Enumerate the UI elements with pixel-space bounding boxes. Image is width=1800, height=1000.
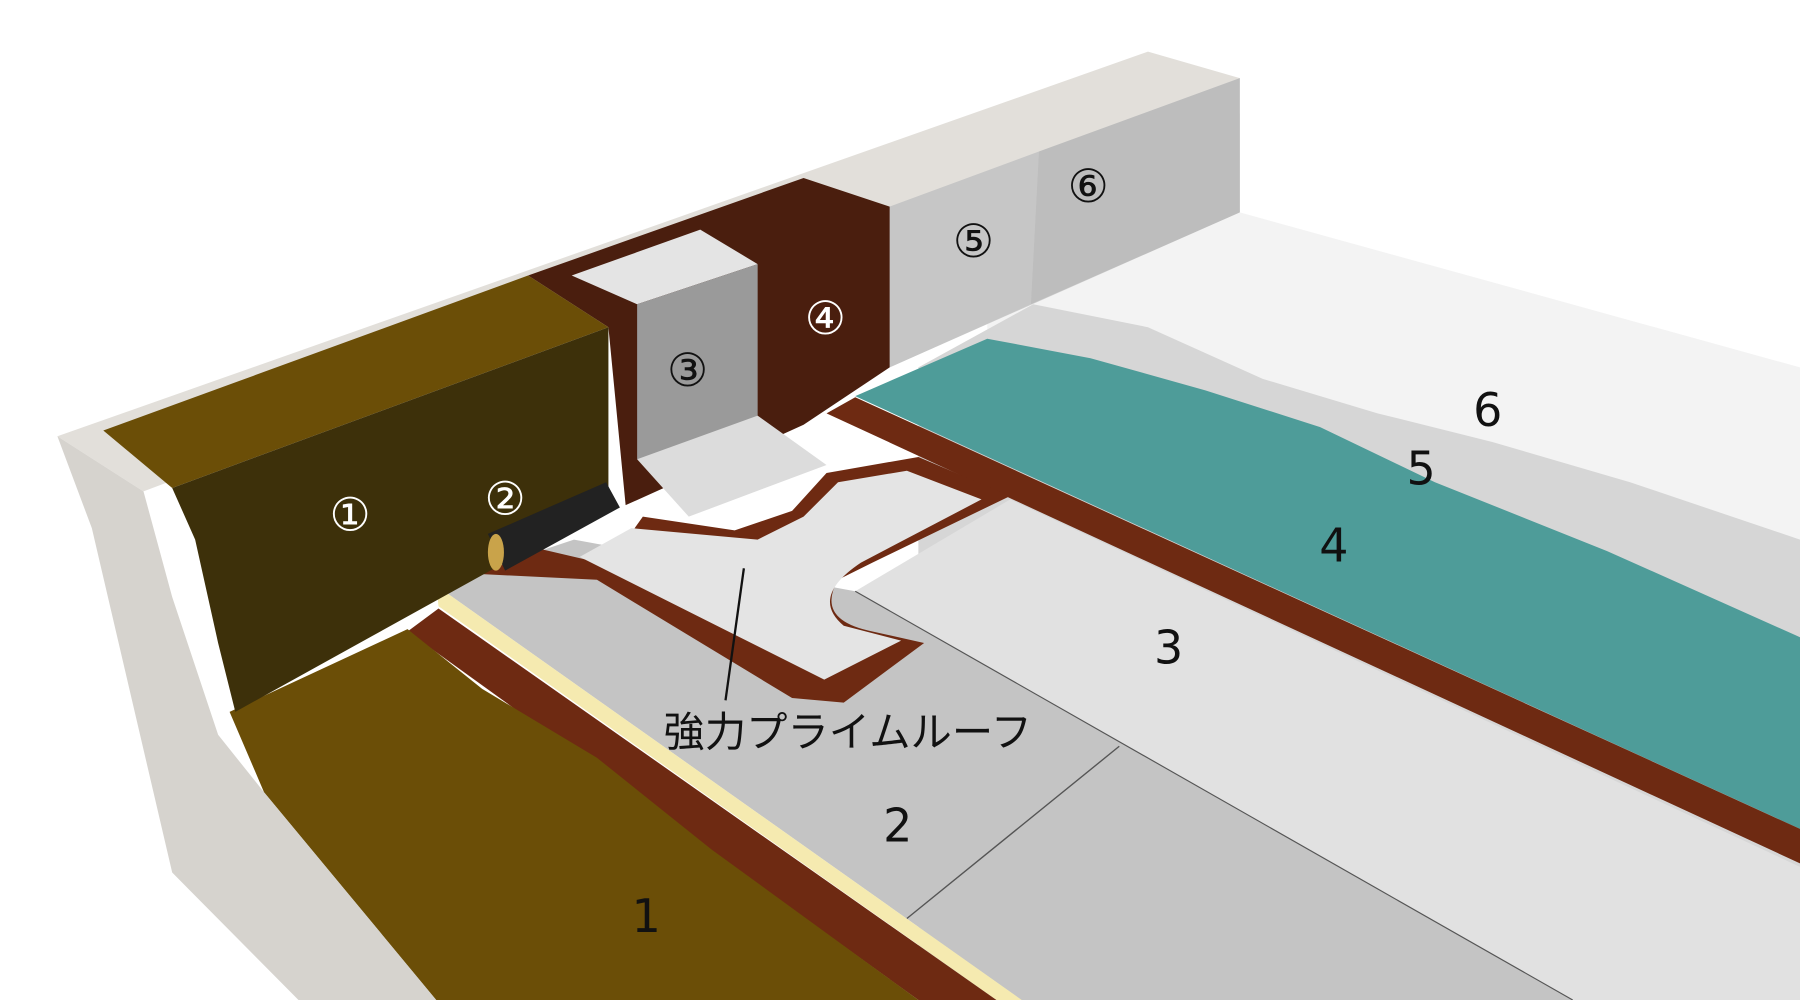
floor-label-1: 1 xyxy=(632,889,661,943)
floor-label-6: 6 xyxy=(1473,383,1502,437)
parapet-front-cut xyxy=(57,436,437,1000)
wall-layer-3-top xyxy=(571,229,758,305)
callout-leader xyxy=(724,568,746,701)
floor-label-3: 3 xyxy=(1154,621,1183,675)
wall-layer-1-olive xyxy=(172,327,609,712)
wall-label-1: ① xyxy=(330,487,371,541)
wall-label-6: ⑥ xyxy=(1068,159,1109,213)
insulation-edge xyxy=(436,585,1022,1000)
wall-label-3: ③ xyxy=(667,343,708,397)
primer-inner-light xyxy=(579,470,982,680)
callout-label: 強力プライムルーフ xyxy=(664,708,1032,756)
floor-layer-2 xyxy=(436,539,1573,1000)
floor-primer-under-1 xyxy=(407,608,997,1000)
floor-label-5: 5 xyxy=(1407,441,1436,495)
floor-seam xyxy=(906,745,1120,920)
floor-label-2: 2 xyxy=(883,799,912,853)
wall-layer-5 xyxy=(889,151,1039,368)
wall-layer-3 xyxy=(637,264,758,460)
floor-layer-3 xyxy=(855,499,1800,1000)
floor-layer-4-teal xyxy=(855,338,1800,829)
floor-label-4: 4 xyxy=(1319,518,1348,572)
backer-rod-end xyxy=(487,533,504,571)
wall-label-2: ② xyxy=(485,471,526,525)
floor-layer-1-olive xyxy=(229,629,919,1000)
floor-primer-band xyxy=(826,397,1800,864)
wall-label-4: ④ xyxy=(805,291,846,345)
wall-layer-6 xyxy=(1030,78,1240,305)
wall-olive-top xyxy=(103,275,609,488)
floor-edge-line xyxy=(854,590,1573,1000)
wall-layer-3-foot xyxy=(637,415,827,517)
backer-rod xyxy=(487,482,620,571)
wall-label-5: ⑤ xyxy=(953,214,994,268)
